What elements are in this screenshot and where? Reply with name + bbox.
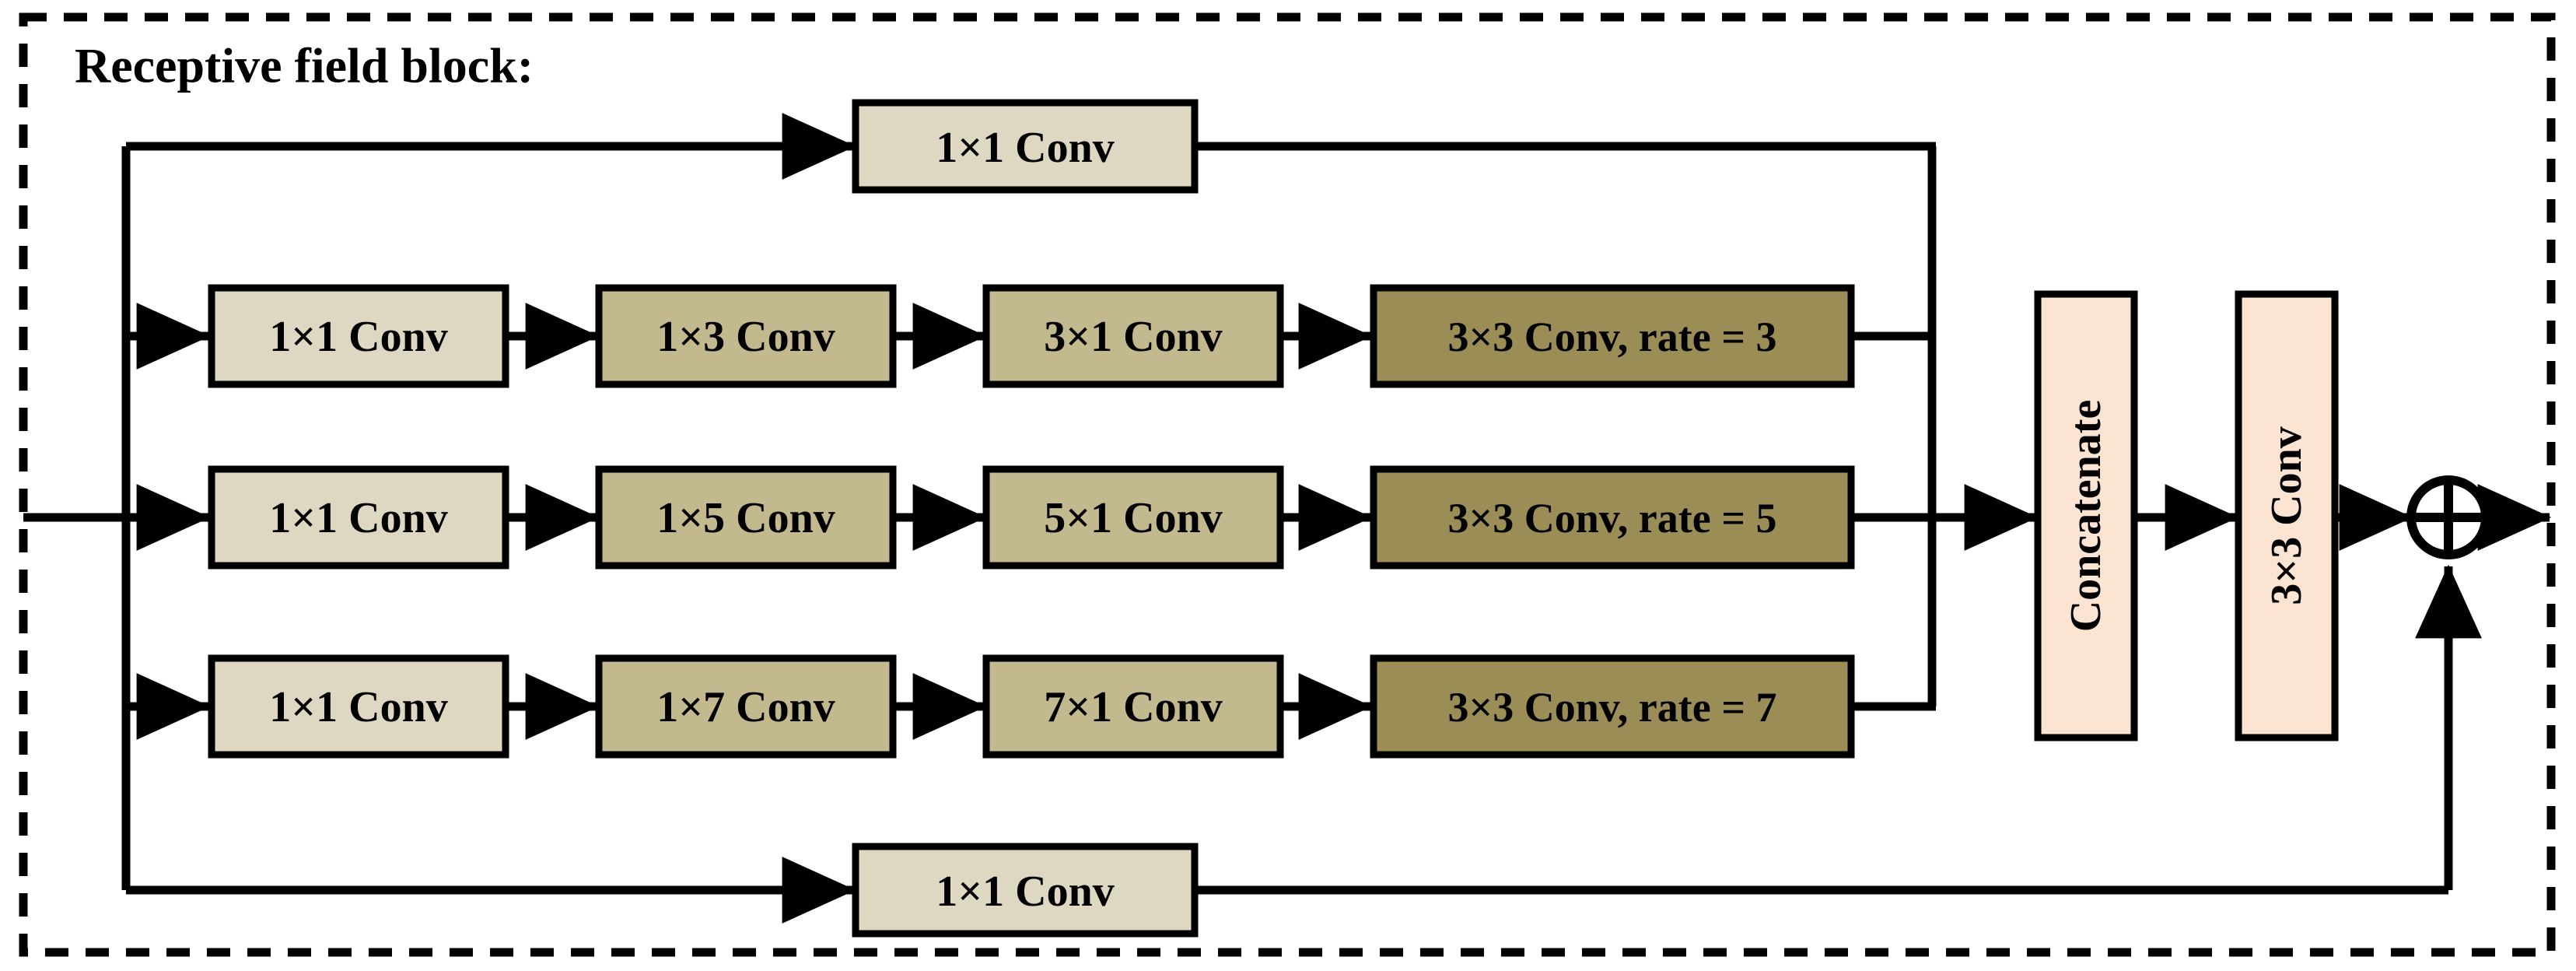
branch-rate-7-block-1[interactable]: 1×7 Conv [595,654,897,759]
conv3x3-merge-block-label: 3×3 Conv [2263,426,2311,605]
branch-rate-5-block-3-label: 3×3 Conv, rate = 5 [1447,495,1776,542]
branch-rate-7-block-0-label: 1×1 Conv [269,683,448,731]
branch-rate-7-block-2[interactable]: 7×1 Conv [982,654,1284,759]
branch-rate-7-block-3-label: 3×3 Conv, rate = 7 [1447,684,1776,731]
wiring [23,113,2552,924]
residual-block[interactable]: 1×1 Conv [852,843,1199,938]
branch-rate-3-block-3[interactable]: 3×3 Conv, rate = 3 [1370,284,1855,388]
branch-rate-7-block-3[interactable]: 3×3 Conv, rate = 7 [1370,654,1855,759]
branch-rate-5-block-3[interactable]: 3×3 Conv, rate = 5 [1370,465,1855,570]
branch-rate-5-block-1-label: 1×5 Conv [656,494,835,542]
branch-rate-5-block-0-label: 1×1 Conv [269,494,448,542]
branch-rate-7-block-2-label: 7×1 Conv [1044,683,1223,731]
branch-rate-3-block-1[interactable]: 1×3 Conv [595,284,897,388]
branch-rate-5-block-2[interactable]: 5×1 Conv [982,465,1284,570]
branch-rate-7-block-0[interactable]: 1×1 Conv [208,654,509,759]
branch-rate-5-block-0[interactable]: 1×1 Conv [208,465,509,570]
element-wise-addition-node [2406,475,2490,559]
conv3x3-merge-block[interactable]: 3×3 Conv [2235,290,2339,741]
page-title: Receptive field block: [75,38,534,93]
top-branch-block[interactable]: 1×1 Conv [852,99,1199,194]
branch-rate-3-block-2[interactable]: 3×1 Conv [982,284,1284,388]
branch-rate-3-block-0[interactable]: 1×1 Conv [208,284,509,388]
top-branch-block-label: 1×1 Conv [936,124,1115,172]
concatenate-block[interactable]: Concatenate [2034,290,2138,741]
branch-rate-3-block-3-label: 3×3 Conv, rate = 3 [1447,314,1776,360]
branch-rate-5-block-2-label: 5×1 Conv [1044,494,1223,542]
branch-rate-3-block-1-label: 1×3 Conv [656,313,835,361]
concatenate-block-label: Concatenate [2062,400,2110,633]
branch-rate-7-block-1-label: 1×7 Conv [656,683,835,731]
residual-block-label: 1×1 Conv [936,868,1115,916]
branch-rate-5-block-1[interactable]: 1×5 Conv [595,465,897,570]
branch-rate-3-block-2-label: 3×1 Conv [1044,313,1223,361]
branch-rate-3-block-0-label: 1×1 Conv [269,313,448,361]
